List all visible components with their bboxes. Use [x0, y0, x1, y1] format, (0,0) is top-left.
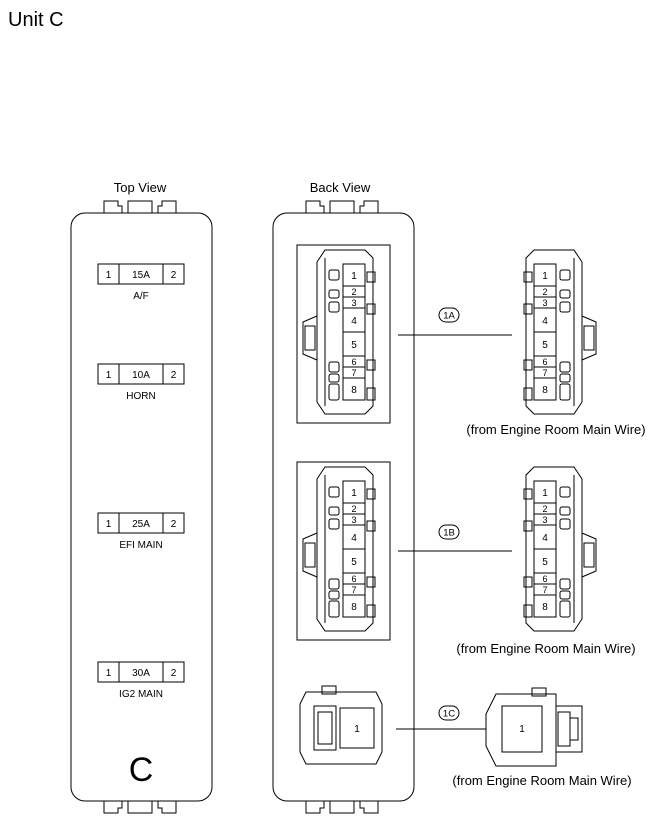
pin-number: 2	[351, 504, 356, 514]
pin-number: 7	[542, 368, 547, 378]
fuse-name: IG2 MAIN	[119, 689, 163, 700]
connector-housing	[316, 466, 374, 632]
fuse-pin-right: 2	[171, 270, 177, 281]
pin-number: 7	[351, 368, 356, 378]
pin-number: 1	[351, 271, 357, 282]
connector-housing	[485, 693, 557, 767]
connector-latch	[581, 532, 597, 578]
pin-number: 5	[351, 557, 357, 568]
connector-pin-cell	[533, 594, 557, 618]
pin-number: 8	[351, 602, 357, 613]
pin-number: 1	[354, 724, 360, 735]
pin-number: 8	[542, 385, 548, 396]
connector-housing	[525, 249, 583, 415]
connector-id: 1B	[443, 528, 455, 539]
top-view-block	[70, 200, 213, 814]
fuse-pin-left: 1	[106, 270, 112, 281]
connector-source: (from Engine Room Main Wire)	[452, 773, 631, 788]
connector-frame	[296, 244, 391, 424]
pin-number: 8	[542, 602, 548, 613]
pin-number: 1	[519, 724, 525, 735]
connector-pin-cell	[342, 594, 366, 618]
fuse-name: A/F	[133, 291, 149, 302]
connector-housing	[316, 249, 374, 415]
fuse-1: 1 15A 2A/F	[97, 263, 185, 302]
pin-number: 2	[542, 287, 547, 297]
connector-pin-cell	[533, 377, 557, 401]
pin-number: 3	[542, 298, 547, 308]
connector-id-badge	[438, 705, 460, 721]
pin-number: 7	[542, 585, 547, 595]
connector-housing	[525, 466, 583, 632]
pin-number: 8	[351, 385, 357, 396]
fuse-name: EFI MAIN	[119, 540, 162, 551]
pin-number: 6	[542, 357, 547, 367]
bottom-symbol-c: C	[129, 751, 154, 789]
top-view-body	[70, 212, 213, 802]
fuse-rating: 30A	[132, 668, 150, 679]
fuse-pin-left: 1	[106, 370, 112, 381]
connector-id: 1C	[443, 709, 455, 720]
pin-number: 3	[542, 515, 547, 525]
pin-number: 2	[542, 504, 547, 514]
connector-id: 1A	[443, 311, 455, 322]
back-view-label: Back View	[310, 180, 371, 195]
diagram-title: Unit C	[8, 9, 64, 31]
pin-number: 5	[542, 557, 548, 568]
connector-pin-cell	[342, 377, 366, 401]
pin-number: 6	[351, 574, 356, 584]
pin-number: 2	[351, 287, 356, 297]
fuse-pin-right: 2	[171, 668, 177, 679]
pin-number: 3	[351, 298, 356, 308]
pin-number: 3	[351, 515, 356, 525]
fuse-rating: 25A	[132, 519, 150, 530]
connector-latch	[302, 315, 318, 361]
pin-number: 5	[542, 340, 548, 351]
connector-latch	[302, 532, 318, 578]
pin-number: 5	[351, 340, 357, 351]
pin-number: 1	[542, 271, 548, 282]
pin-number: 4	[542, 533, 548, 544]
connector-latch	[581, 315, 597, 361]
top-view-label: Top View	[114, 180, 167, 195]
pin-number: 1	[351, 488, 357, 499]
fuse-pin-left: 1	[106, 668, 112, 679]
fuse-rating: 15A	[132, 270, 150, 281]
connector-source: (from Engine Room Main Wire)	[456, 641, 635, 656]
pin-number: 1	[542, 488, 548, 499]
fuse-name: HORN	[126, 391, 155, 402]
connector-1c: 1 1 1C (from Engine Room Main Wire)	[299, 685, 632, 788]
connector-id-badge	[438, 307, 460, 323]
pin-number: 4	[351, 316, 357, 327]
fuse-pin-right: 2	[171, 519, 177, 530]
fuse-pin-left: 1	[106, 519, 112, 530]
connector-frame	[296, 461, 391, 641]
pin-number: 6	[351, 357, 356, 367]
pin-number: 7	[351, 585, 356, 595]
fuse-pin-right: 2	[171, 370, 177, 381]
pin-number: 6	[542, 574, 547, 584]
connector-source: (from Engine Room Main Wire)	[466, 422, 645, 437]
fuse-rating: 10A	[132, 370, 150, 381]
pin-number: 4	[542, 316, 548, 327]
connector-housing	[299, 691, 383, 765]
pin-number: 4	[351, 533, 357, 544]
connector-id-badge	[438, 524, 460, 540]
